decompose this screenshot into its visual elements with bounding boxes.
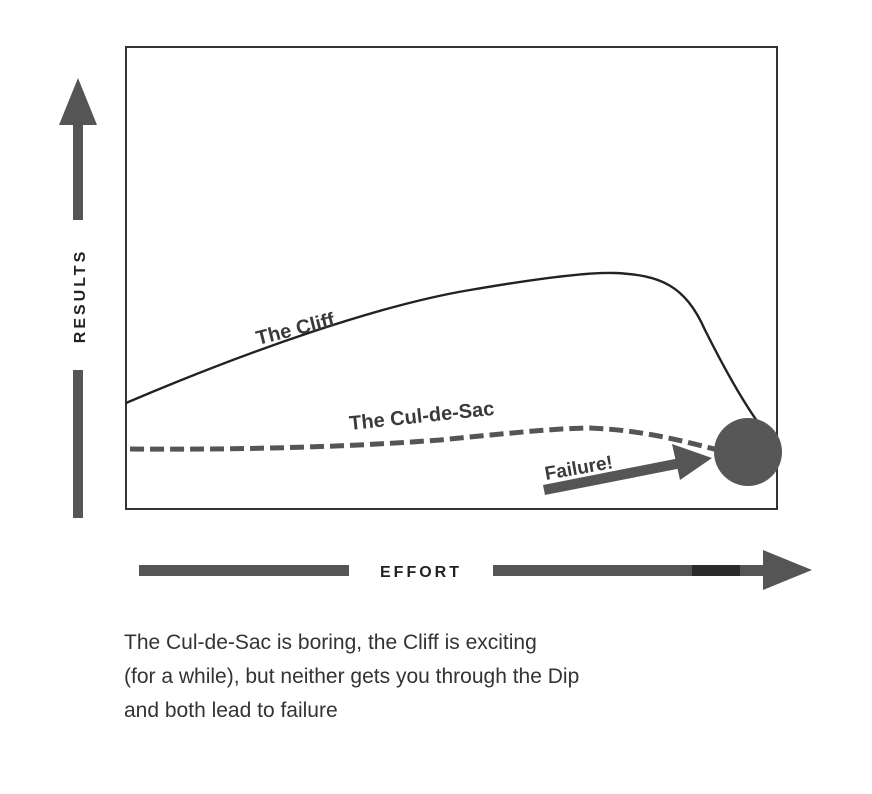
figure-caption: The Cul-de-Sac is boring, the Cliff is e… — [124, 626, 824, 728]
y-axis-shaft-lower — [73, 370, 83, 518]
y-axis-shaft-upper — [73, 122, 83, 220]
cliff-label: The Cliff — [254, 309, 337, 350]
x-axis-shaft-right — [493, 565, 773, 576]
x-axis-shaft-dark — [692, 565, 740, 576]
y-axis-label: RESULTS — [72, 249, 89, 343]
x-axis-arrow — [139, 550, 812, 590]
failure-arrowhead — [672, 444, 712, 480]
x-axis-arrowhead — [763, 550, 812, 590]
caption-line: and both lead to failure — [124, 699, 338, 722]
plot-frame — [125, 46, 778, 510]
failure-arrow — [543, 444, 712, 495]
cul-de-sac-label: The Cul-de-Sac — [348, 398, 495, 435]
caption-line: The Cul-de-Sac is boring, the Cliff is e… — [124, 631, 537, 654]
x-axis-label: EFFORT — [380, 564, 462, 581]
failure-dot — [714, 418, 782, 486]
caption-line: (for a while), but neither gets you thro… — [124, 665, 580, 688]
cliff-curve — [125, 271, 763, 429]
y-axis-arrow — [59, 78, 97, 518]
x-axis-shaft-left — [139, 565, 349, 576]
failure-arrow-shaft — [543, 458, 682, 495]
y-axis-arrowhead — [59, 78, 97, 125]
cul-de-sac-curve — [129, 425, 719, 453]
